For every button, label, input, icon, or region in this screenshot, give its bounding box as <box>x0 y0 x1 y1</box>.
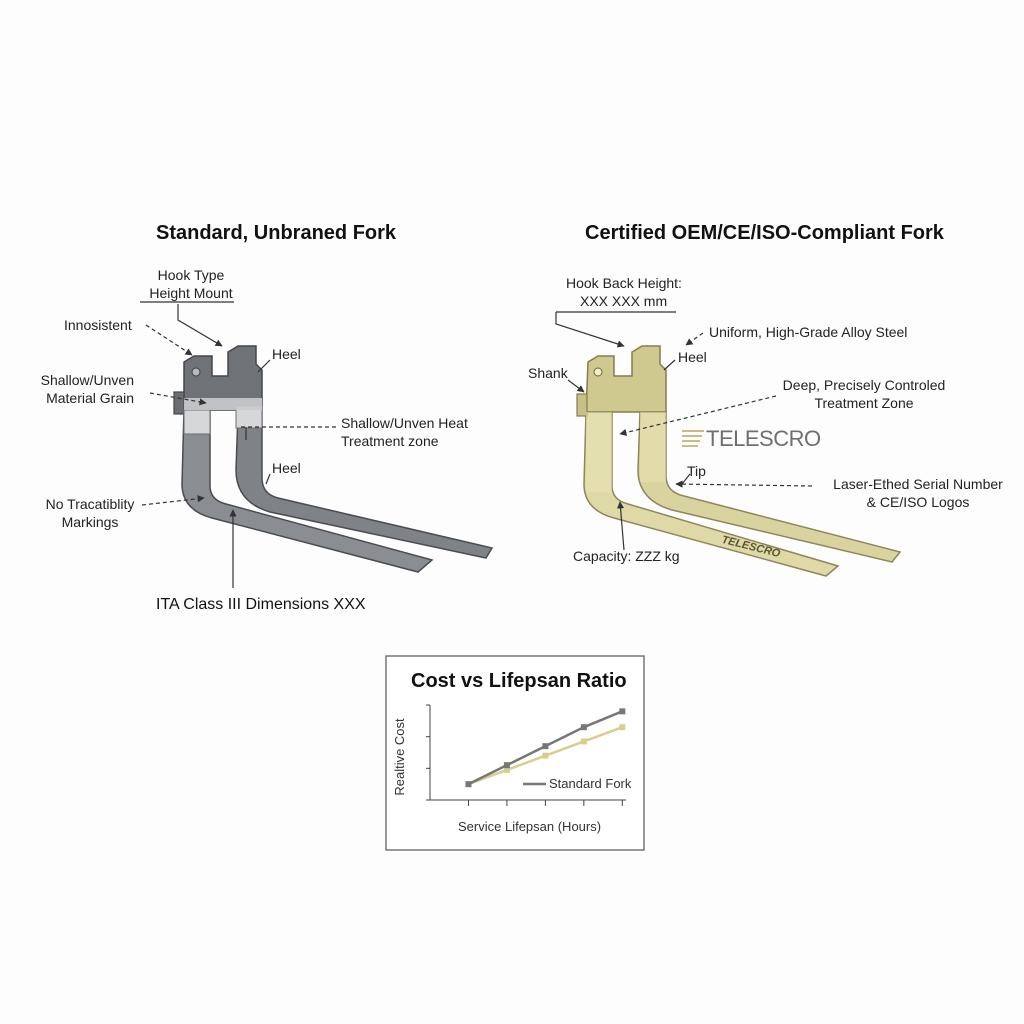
tip-label: Tip <box>687 463 706 479</box>
certified-heat-zone-band-back <box>640 412 666 482</box>
chart-x-axis-label: Service Lifepsan (Hours) <box>458 819 602 834</box>
chart-frame <box>385 655 645 851</box>
standard-fork-title: Standard, Unbraned Fork <box>156 222 397 244</box>
certified-heat-zone-band-front <box>586 412 612 492</box>
certified-fork-side-lug <box>576 393 588 417</box>
chart-point-0-1 <box>503 762 510 769</box>
certified-fork-hook-block <box>585 345 667 413</box>
heel-label-mid: Heel <box>272 460 301 476</box>
brand-stripe-icon <box>682 430 704 447</box>
hook-type-label-line1: Hook Type <box>157 267 225 283</box>
standard-fork-illustration <box>173 345 494 573</box>
chart-title: Cost vs Lifepsan Ratio <box>411 670 627 692</box>
certified-fork-title: Certified OEM/CE/ISO-Compliant Fork <box>585 222 944 244</box>
standard-fork-side-lug <box>173 391 185 415</box>
alloy-label: Uniform, High-Grade Alloy Steel <box>709 324 908 340</box>
certified-callout-lines <box>555 311 813 551</box>
chart-point-1-4 <box>619 724 626 731</box>
heat-zone-label-line1: Shallow/Unven Heat <box>341 415 468 431</box>
standard-fork-hook-hole <box>191 367 201 377</box>
chart-point-0-2 <box>542 743 549 750</box>
shank-label: Shank <box>528 365 568 381</box>
chart-point-0-3 <box>580 724 587 731</box>
hook-back-label-line1: Hook Back Height: <box>566 275 682 291</box>
traceability-label-line2: Markings <box>61 514 119 530</box>
dimensions-label: ITA Class III Dimensions XXX <box>156 596 366 613</box>
inconsistent-label: Innosistent <box>64 317 132 333</box>
brand-logo: TELESCRO <box>706 426 821 451</box>
hook-type-label-line2: Height Mount <box>149 285 233 301</box>
standard-heat-zone-band-front <box>183 409 211 435</box>
chart-point-0-0 <box>465 781 472 788</box>
heat-zone-label-line2: Treatment zone <box>341 433 439 449</box>
standard-grain-band <box>184 398 262 410</box>
capacity-label: Capacity: ZZZ kg <box>573 548 680 564</box>
shallow-grain-label-line2: Material Grain <box>46 390 134 406</box>
chart-plot-area <box>426 704 626 806</box>
serial-label-line1: Laser-Ethed Serial Number <box>833 476 1003 492</box>
chart-point-1-3 <box>580 738 587 745</box>
heel-label-top: Heel <box>272 346 301 362</box>
certified-fork-hook-hole <box>593 367 603 377</box>
chart-y-axis-label: Realtive Cost <box>392 718 407 796</box>
shallow-grain-label-line1: Shallow/Unven <box>40 372 134 388</box>
chart-point-0-4 <box>619 708 626 715</box>
heel-label-right: Heel <box>678 349 707 365</box>
traceability-label-line1: No Tracatiblity <box>45 496 135 512</box>
certified-fork-illustration <box>576 345 902 577</box>
chart-legend-label: Standard Fork <box>549 776 632 791</box>
serial-label-line2: & CE/ISO Logos <box>866 494 970 510</box>
chart-point-1-2 <box>542 752 549 759</box>
standard-callout-lines <box>140 301 336 588</box>
deep-zone-label-line2: Treatment Zone <box>814 395 914 411</box>
deep-zone-label-line1: Deep, Precisely Controled <box>782 377 946 393</box>
chart-point-1-1 <box>503 766 510 773</box>
hook-back-label-line2: XXX XXX mm <box>580 293 668 309</box>
